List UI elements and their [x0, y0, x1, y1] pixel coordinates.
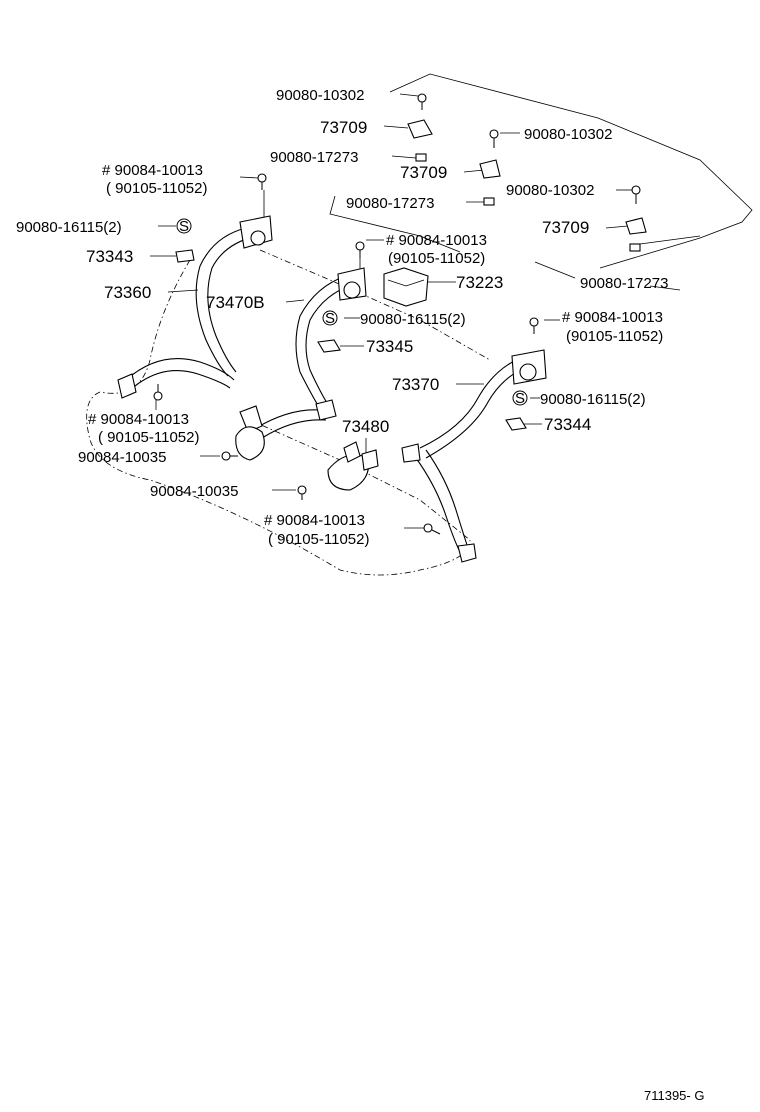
label-90080-17273-a: 90080-17273 [270, 149, 358, 166]
s-symbol-c: S [515, 390, 525, 407]
label-90080-16115-b: 90080-16115(2) [360, 311, 466, 328]
label-73345: 73345 [366, 337, 413, 356]
bolt-icon [153, 384, 163, 401]
label-90105-11052-a: ( 90105-11052) [106, 180, 207, 197]
label-73709-a: 73709 [320, 118, 367, 137]
label-73360: 73360 [104, 283, 151, 302]
bolt-icon [529, 317, 539, 334]
label-90080-17273-b: 90080-17273 [346, 195, 434, 212]
label-90080-16115-a: 90080-16115(2) [16, 219, 122, 236]
bracket-icon [625, 217, 647, 235]
label-90105-11052-c: (90105-11052) [566, 328, 663, 345]
label-73343: 73343 [86, 247, 133, 266]
anchor-plate-icon [317, 339, 341, 353]
bolt-icon [489, 129, 499, 148]
label-90080-17273-c: 90080-17273 [580, 275, 668, 292]
bracket-icon [479, 159, 501, 179]
label-90080-10302-b: 90080-10302 [524, 126, 612, 143]
label-73709-c: 73709 [542, 218, 589, 237]
bolt-icon [417, 93, 427, 110]
bolt-icon [297, 485, 307, 500]
label-90084-10013-d: # 90084-10013 [88, 411, 189, 428]
bolt-icon [257, 173, 267, 190]
retractor-73370 [511, 349, 547, 385]
package-tray-outline [329, 73, 753, 279]
label-90080-16115-c: 90080-16115(2) [540, 391, 646, 408]
label-73709-b: 73709 [400, 163, 447, 182]
label-90084-10013-e: # 90084-10013 [264, 512, 365, 529]
buckle-73480 [235, 405, 379, 491]
retractor-73360 [239, 215, 273, 249]
label-73223: 73223 [456, 273, 503, 292]
label-90105-11052-e: ( 90105-11052) [268, 531, 369, 548]
cover-73223 [383, 267, 429, 307]
s-symbols: S S S [176, 218, 528, 407]
anchor-plate-icon [505, 417, 527, 431]
bolt-icon [423, 523, 441, 535]
leader-lines [150, 93, 681, 529]
label-73480: 73480 [342, 417, 389, 436]
nut-icon [415, 153, 427, 162]
label-90080-10302-a: 90080-10302 [276, 87, 364, 104]
label-90105-11052-d: ( 90105-11052) [98, 429, 199, 446]
bracket-icon [407, 119, 433, 139]
belt-73470B [255, 275, 355, 439]
label-90084-10035-b: 90084-10035 [150, 483, 238, 500]
part-labels: 90080-10302 73709 90080-17273 # 90084-10… [16, 87, 668, 548]
s-symbol-b: S [325, 310, 335, 327]
label-90105-11052-b: (90105-11052) [388, 250, 485, 267]
label-73344: 73344 [544, 415, 591, 434]
nut-icon [483, 197, 495, 206]
bolt-icon [221, 451, 238, 461]
fasteners [153, 93, 647, 535]
label-73470B: 73470B [206, 293, 265, 312]
label-90084-10035-a: 90084-10035 [78, 449, 166, 466]
label-73370: 73370 [392, 375, 439, 394]
label-90080-10302-c: 90080-10302 [506, 182, 594, 199]
s-symbol-a: S [179, 218, 189, 235]
seat-floor-outline [86, 249, 491, 576]
bolt-icon [355, 241, 365, 258]
figure-code: 711395- G [644, 1088, 704, 1103]
label-90084-10013-a: # 90084-10013 [102, 162, 203, 179]
belt-73370 [401, 355, 535, 563]
nut-icon [629, 243, 641, 252]
anchor-plate-icon [175, 249, 195, 263]
bolt-icon [631, 185, 641, 204]
belt-73360 [117, 227, 257, 399]
retractor-73470B [337, 267, 367, 301]
label-90084-10013-b: # 90084-10013 [386, 232, 487, 249]
label-90084-10013-c: # 90084-10013 [562, 309, 663, 326]
